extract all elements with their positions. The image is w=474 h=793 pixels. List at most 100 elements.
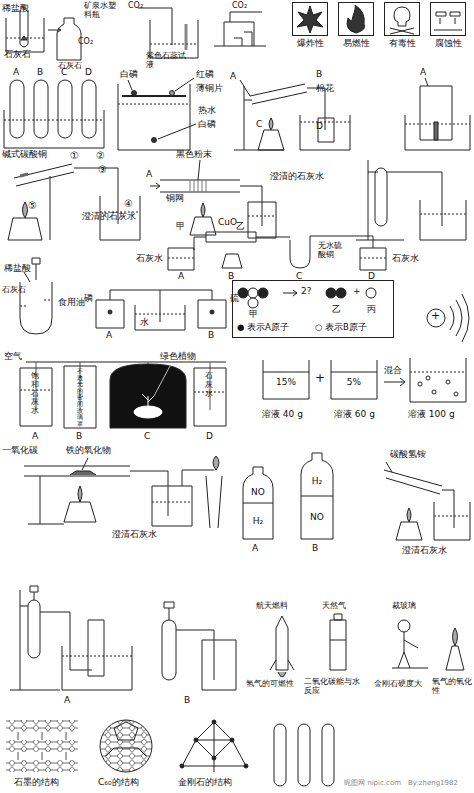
drawing-stroke bbox=[450, 294, 469, 342]
label: 食用油 bbox=[58, 298, 85, 308]
drawing-stroke bbox=[270, 660, 294, 670]
label: ③ bbox=[98, 164, 107, 175]
drawing-stroke bbox=[142, 394, 154, 410]
label: 棉花 bbox=[316, 84, 334, 94]
label: 澄清石灰水 bbox=[112, 530, 157, 540]
drawing-stroke bbox=[182, 722, 246, 772]
node-text: H₂ bbox=[253, 517, 263, 527]
drawing-stroke bbox=[82, 80, 96, 138]
label: ② bbox=[96, 150, 105, 161]
drawing-stroke bbox=[410, 358, 466, 402]
drawing-stroke bbox=[108, 310, 112, 314]
label: ④ bbox=[124, 198, 133, 209]
graphite-structure bbox=[6, 720, 78, 772]
drawing-stroke bbox=[375, 168, 387, 226]
diamond-structure bbox=[180, 720, 248, 772]
drawing-stroke bbox=[276, 616, 288, 670]
drawing-stroke bbox=[185, 24, 188, 50]
label: 白磷 bbox=[120, 70, 138, 80]
drawing-stroke bbox=[290, 240, 310, 268]
drawing-stroke bbox=[224, 22, 254, 46]
outline-path bbox=[283, 290, 297, 296]
label: 石墨的结构 bbox=[14, 778, 59, 788]
drawing-stroke bbox=[20, 10, 28, 47]
label: 甲 bbox=[176, 222, 185, 232]
c60-structure bbox=[100, 720, 152, 772]
drawing-stroke bbox=[70, 471, 96, 475]
label: 石灰石 bbox=[4, 50, 31, 60]
co-reduction bbox=[24, 456, 222, 528]
node-text: 腐蚀性 bbox=[435, 39, 462, 49]
node-text: 2? bbox=[301, 287, 312, 297]
drawing-stroke bbox=[202, 640, 236, 690]
label: 白磷 bbox=[198, 120, 216, 130]
label: D bbox=[316, 122, 323, 132]
label: 磷 bbox=[84, 294, 93, 304]
outline-path bbox=[434, 12, 462, 30]
drawing-stroke bbox=[434, 516, 470, 517]
atom bbox=[336, 288, 346, 298]
ammonium-bicarbonate-heating bbox=[384, 462, 470, 540]
drawing-stroke bbox=[8, 218, 42, 240]
drawing-stroke bbox=[34, 80, 48, 138]
label: 天然气 bbox=[322, 602, 346, 611]
drawing-stroke bbox=[434, 122, 438, 140]
drawing-stroke bbox=[194, 236, 373, 250]
node-text: 丙 bbox=[367, 305, 376, 315]
drawing-stroke bbox=[152, 486, 192, 526]
label: 氧气的氧化性 bbox=[432, 678, 472, 696]
label: 石灰水 bbox=[392, 254, 419, 264]
drawing-stroke bbox=[168, 258, 194, 259]
label: A bbox=[230, 72, 236, 82]
label: A bbox=[146, 170, 152, 180]
drawing-stroke bbox=[206, 232, 256, 242]
drawing-stroke bbox=[130, 471, 168, 516]
drawing-stroke bbox=[206, 476, 222, 528]
drawing-stroke bbox=[360, 248, 386, 270]
drawing-stroke bbox=[434, 502, 470, 540]
molecule-panel: 2?甲乙丙+● 表示A原子○ 表示B原子 bbox=[232, 280, 394, 338]
drawing-stroke bbox=[454, 392, 458, 396]
outline-path bbox=[390, 7, 414, 34]
drawing-stroke bbox=[58, 80, 72, 138]
drawing-stroke bbox=[48, 30, 60, 31]
label: ① bbox=[70, 150, 79, 161]
label: 紫色石蕊试液 bbox=[146, 52, 186, 70]
drawing-stroke bbox=[248, 216, 276, 217]
heating-apparatus bbox=[234, 80, 350, 150]
drawing-stroke bbox=[110, 290, 212, 322]
label: A bbox=[106, 331, 112, 341]
node-text: 爆炸性 bbox=[297, 39, 324, 49]
drawing-stroke bbox=[64, 502, 96, 522]
drawing-stroke bbox=[198, 300, 226, 328]
drawing-stroke bbox=[26, 362, 226, 363]
drawing-stroke bbox=[212, 720, 216, 724]
drawing-stroke bbox=[194, 368, 226, 426]
drawing-stroke bbox=[234, 32, 252, 46]
label: B bbox=[312, 544, 318, 554]
drawing-stroke bbox=[410, 372, 466, 373]
label: A bbox=[32, 432, 38, 442]
drawing-stroke bbox=[156, 183, 160, 189]
drawing-stroke bbox=[194, 738, 198, 742]
drawing-stroke bbox=[28, 600, 40, 658]
drawing-stroke bbox=[40, 612, 92, 670]
drawing-stroke bbox=[392, 632, 428, 668]
drawing-stroke bbox=[427, 309, 445, 327]
label: A bbox=[420, 68, 426, 78]
litmus-beaker bbox=[138, 8, 198, 58]
drawing-stroke bbox=[244, 764, 248, 768]
label: A bbox=[13, 68, 19, 78]
co2-stairs bbox=[214, 12, 266, 46]
label: C bbox=[144, 432, 150, 442]
drawing-stroke bbox=[176, 630, 214, 680]
drawing-stroke bbox=[150, 186, 160, 187]
label: 饱和石灰水 bbox=[31, 372, 39, 416]
outline-path bbox=[243, 467, 273, 539]
label: By:zheng1982 bbox=[408, 780, 458, 788]
drawing-stroke bbox=[57, 18, 81, 60]
drawing-stroke bbox=[20, 174, 28, 176]
label: A bbox=[178, 272, 184, 282]
drawing-stroke bbox=[122, 95, 186, 97]
node-text: 15% bbox=[276, 378, 296, 388]
